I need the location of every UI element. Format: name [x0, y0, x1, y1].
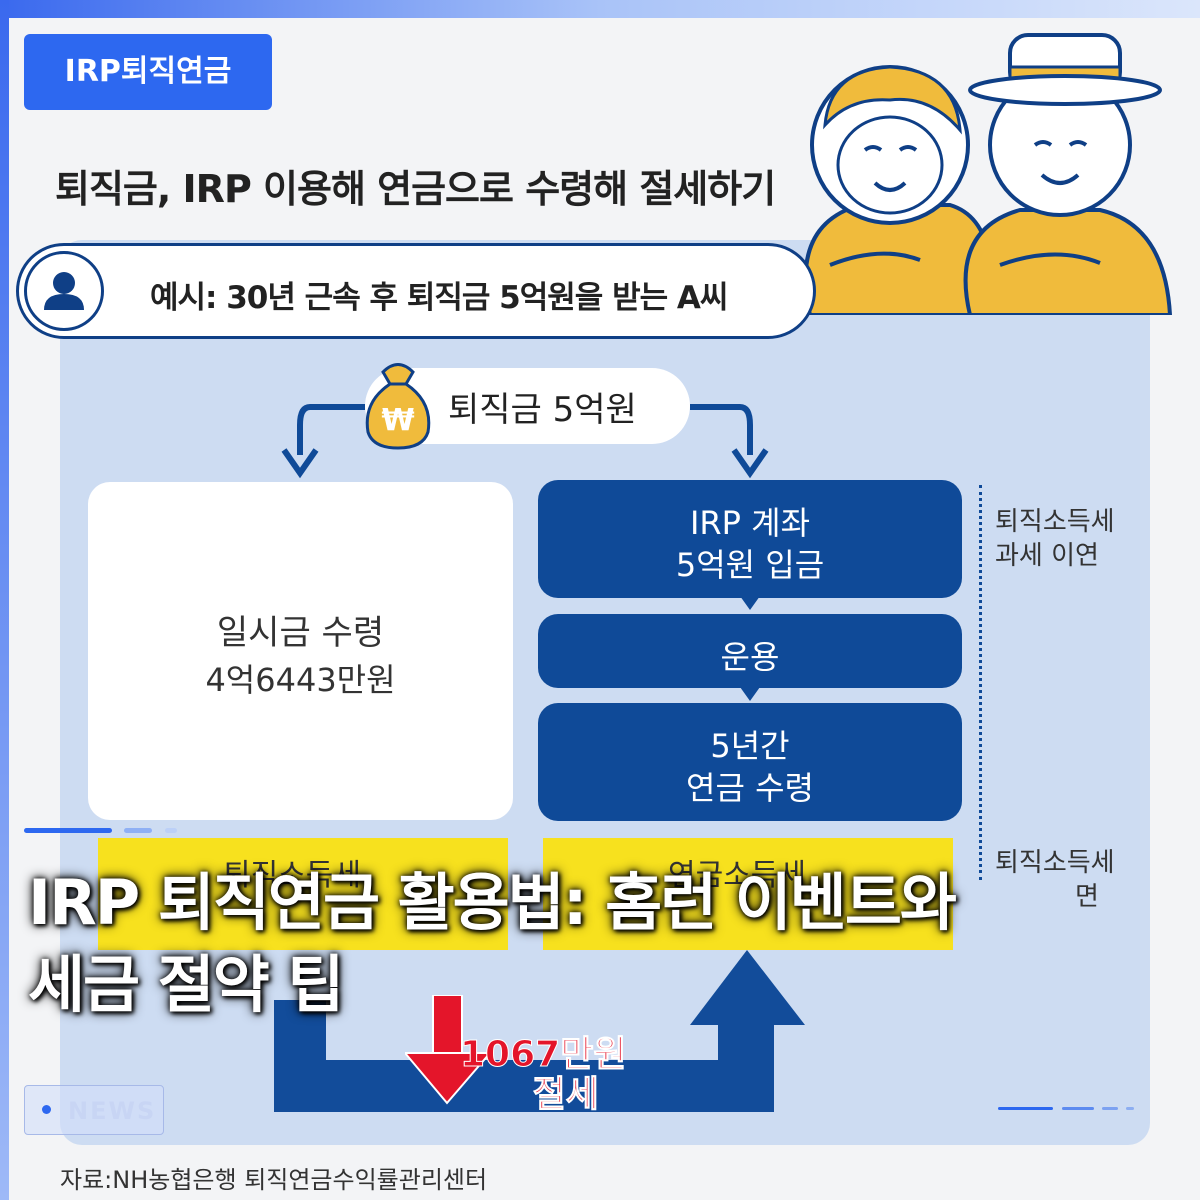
- savings-line2: 절세: [532, 1074, 599, 1115]
- infographic-title: 퇴직금, IRP 이용해 연금으로 수령해 절세하기: [55, 167, 776, 211]
- lump-sum-label: 일시금 수령: [216, 613, 385, 653]
- savings-amount: 1067만원 절세: [459, 1034, 627, 1115]
- down-arrow-icon: [405, 995, 490, 1105]
- irp-account-box: IRP 계좌 5억원 입금: [538, 480, 962, 598]
- side-note-bottom-line1: 퇴직소득세: [995, 848, 1115, 878]
- slide-indicator-1[interactable]: [998, 1107, 1053, 1110]
- pension-line1: 5년간: [710, 727, 790, 765]
- slide-indicator-3[interactable]: [1102, 1107, 1118, 1110]
- side-divider: [979, 485, 982, 880]
- tax-bar-left: 퇴직소득세: [98, 838, 508, 950]
- savings-line1: 1067만원: [459, 1034, 627, 1075]
- up-arrow-icon: [690, 950, 805, 1025]
- lump-sum-amount: 4억6443만원: [205, 661, 396, 699]
- pension-box: 5년간 연금 수령: [538, 703, 962, 821]
- example-text: 예시: 30년 근속 후 퇴직금 5억원을 받는 A씨: [150, 280, 728, 316]
- headline-line2: 세금 절약 팁: [28, 948, 344, 1021]
- money-bag-icon: ₩: [365, 363, 431, 450]
- side-note-top-line2: 과세 이연: [995, 541, 1099, 571]
- side-note-bottom: 퇴직소득세 면: [995, 846, 1115, 914]
- category-tag[interactable]: IRP퇴직연금: [24, 34, 272, 110]
- top-gradient-bar: [0, 0, 1200, 18]
- lump-sum-box: [88, 482, 513, 820]
- slide-progress-dot: [165, 828, 177, 833]
- slide-progress-active: [24, 828, 112, 833]
- slide-indicator-4[interactable]: [1126, 1107, 1134, 1110]
- irp-line1: IRP 계좌: [689, 504, 811, 542]
- tax-bar-right: 연금소득세: [543, 838, 953, 950]
- slide-progress-next: [124, 828, 152, 833]
- person-icon: [24, 251, 104, 331]
- pension-line2: 연금 수령: [686, 769, 814, 807]
- grandparents-illustration: [803, 33, 1173, 315]
- money-label: 퇴직금 5억원: [448, 390, 637, 430]
- irp-line2: 5억원 입금: [675, 546, 825, 584]
- news-label: NEWS: [68, 1097, 157, 1125]
- operation-label: 운용: [720, 638, 780, 676]
- won-symbol: ₩: [381, 403, 414, 438]
- operation-box: 운용: [538, 614, 962, 688]
- source-caption: 자료:NH농협은행 퇴직연금수익률관리센터: [60, 1166, 488, 1194]
- side-note-top: 퇴직소득세 과세 이연: [995, 505, 1115, 573]
- savings-flow-stem-right: [718, 1020, 774, 1080]
- split-arrows: [281, 404, 769, 479]
- headline: IRP 퇴직연금 활용법: 홈런 이벤트와 세금 절약 팁: [28, 862, 1148, 1026]
- savings-flow-bar: [274, 1060, 774, 1112]
- example-pill: [16, 243, 816, 339]
- left-gradient-bar: [0, 0, 9, 1200]
- tax-bar-right-label: 연금소득세: [668, 858, 806, 893]
- flow-down-arrows: [740, 596, 760, 701]
- savings-flow-stem-left: [274, 1000, 326, 1112]
- side-note-top-line1: 퇴직소득세: [995, 507, 1115, 537]
- headline-line1: IRP 퇴직연금 활용법: 홈런 이벤트와: [28, 866, 957, 939]
- slide-indicator-2[interactable]: [1062, 1107, 1094, 1110]
- news-dot-icon: [42, 1105, 51, 1114]
- tax-bar-left-label: 퇴직소득세: [223, 858, 361, 893]
- side-note-bottom-line2: 면: [1075, 882, 1099, 912]
